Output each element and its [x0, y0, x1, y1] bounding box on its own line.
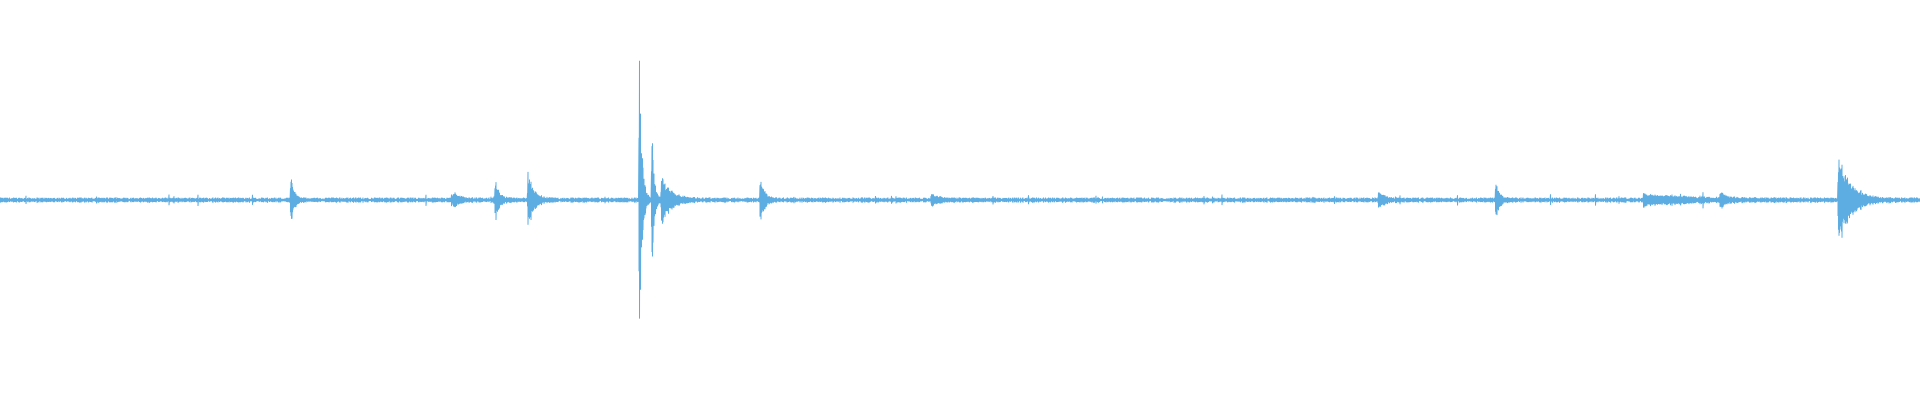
waveform-signal — [0, 60, 1920, 319]
